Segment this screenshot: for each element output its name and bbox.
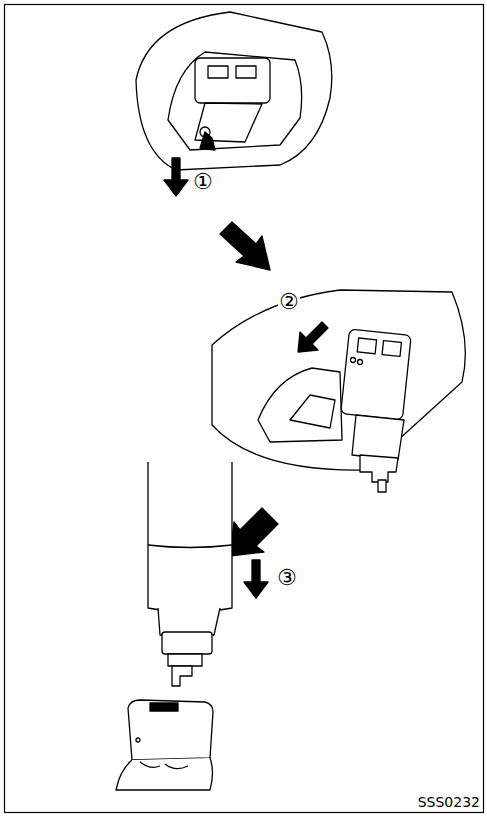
housing-rivet: [351, 358, 356, 363]
buckle-tongue: [360, 455, 398, 482]
tongue-neck: [168, 654, 202, 666]
panel-recess: [258, 368, 342, 442]
hand-fingers: [140, 762, 188, 769]
direction-arrow: [298, 322, 328, 352]
buckle-slot: [382, 341, 401, 357]
strap-tab: [200, 132, 215, 150]
step-arrow: [230, 508, 278, 556]
frame: [5, 5, 484, 813]
belt-strap: [148, 462, 232, 612]
step-arrow: [220, 222, 270, 270]
callout-number: ②: [278, 290, 300, 314]
seat-panel: [212, 290, 465, 470]
panel-recess-detail: [290, 395, 335, 428]
figure-code: SSS0232: [417, 795, 481, 810]
strap-fold: [148, 545, 232, 548]
buckle-slot: [357, 338, 376, 354]
buckle-receiver: [128, 700, 213, 760]
receiver-slot: [150, 703, 178, 711]
seat-panel: [136, 12, 332, 170]
direction-arrow: [164, 158, 188, 196]
tongue-hook: [172, 666, 192, 686]
direction-arrow: [244, 560, 268, 598]
buckle-housing: [341, 329, 412, 420]
strap-end: [158, 608, 220, 635]
receiver-rivet: [136, 738, 140, 742]
hand: [116, 758, 213, 790]
buckle-slot: [236, 66, 256, 78]
callout-number: ③: [276, 566, 298, 590]
panel-recess: [168, 52, 302, 150]
buckle-housing: [195, 58, 270, 103]
tongue-tip: [378, 480, 386, 492]
housing-rivet: [358, 360, 363, 365]
callout-number: ①: [192, 170, 214, 194]
tongue-plate: [162, 632, 212, 654]
buckle-strap: [352, 415, 404, 460]
buckle-slot: [208, 66, 228, 78]
